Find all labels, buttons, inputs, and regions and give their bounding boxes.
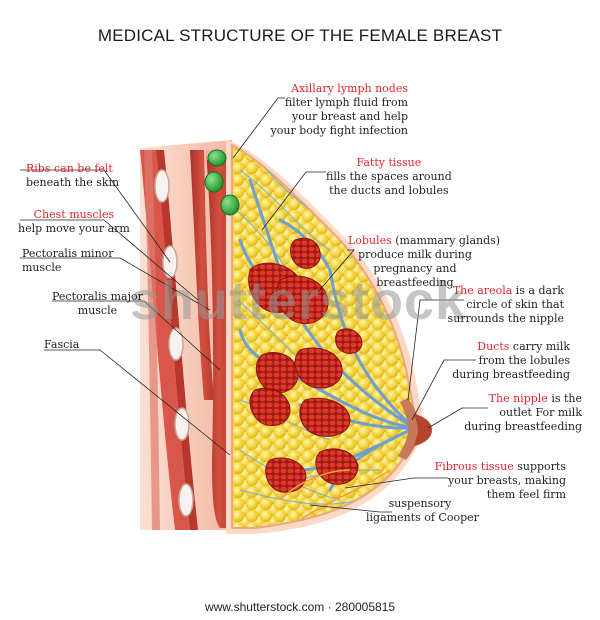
label-pectoralis-minor: Pectoralis minor muscle	[22, 247, 114, 274]
label-fibrous-tissue: Fibrous tissue supports your breasts, ma…	[434, 460, 566, 501]
pectoralis-major	[206, 150, 232, 528]
leader-lines	[20, 97, 488, 513]
lobules	[248, 237, 363, 493]
label-nipple: The nipple is the outlet For milk during…	[464, 392, 582, 433]
label-suspensory-ligaments: suspensory ligaments of Cooper	[366, 497, 479, 524]
rib-bones	[154, 169, 194, 517]
label-fatty-tissue: Fatty tissue fills the spaces around the…	[326, 156, 452, 197]
label-lobules: Lobules (mammary glands) produce milk du…	[348, 234, 501, 289]
label-pectoralis-major: Pectoralis major muscle	[52, 290, 143, 317]
nipple	[414, 414, 432, 446]
label-ribs: Ribs can be felt beneath the skin	[26, 162, 120, 189]
label-chest-muscles: Chest muscles help move your arm	[18, 208, 130, 235]
page-title: MEDICAL STRUCTURE OF THE FEMALE BREAST	[97, 26, 503, 45]
label-axillary-lymph-nodes: Axillary lymph nodes filter lymph fluid …	[270, 82, 408, 137]
label-areola: The areola is a dark circle of skin that…	[447, 284, 564, 325]
label-fascia: Fascia	[44, 338, 80, 351]
axillary-lymph-nodes	[204, 149, 240, 216]
pectoralis-minor	[190, 150, 214, 400]
footer-credit: www.shutterstock.com · 280005815	[204, 600, 396, 614]
fibrous-tissue	[279, 469, 391, 521]
label-ducts: Ducts carry milk from the lobules during…	[452, 340, 570, 381]
watermark: shutterstock	[130, 271, 467, 331]
